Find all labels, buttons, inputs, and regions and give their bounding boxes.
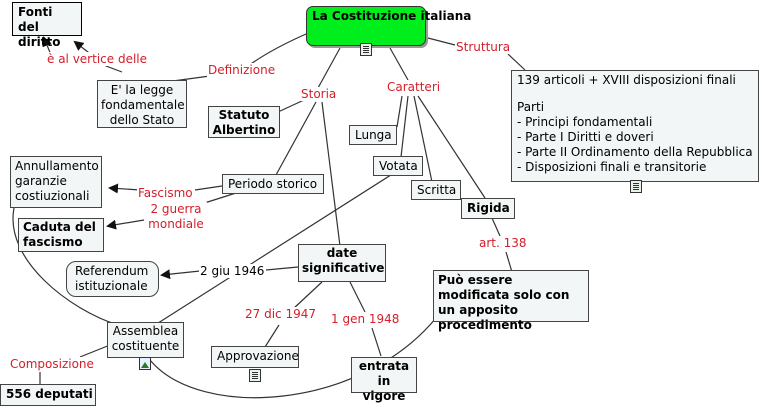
link-root-caratteri	[389, 47, 409, 81]
periodo-text: Periodo storico	[228, 177, 318, 191]
node-rigida[interactable]: Rigida	[461, 198, 515, 219]
image-icon[interactable]	[139, 357, 151, 370]
link-root-definizione	[247, 33, 307, 67]
caduta-text: Caduta del fascismo	[23, 220, 96, 249]
scritta-text: Scritta	[417, 183, 457, 197]
node-struttura-box[interactable]: 139 articoli + XVIII disposizioni finali…	[511, 70, 759, 182]
struttura-item-2: - Parte I Diritti e doveri	[517, 130, 654, 144]
legge-text: E' la legge fondamentale dello Stato	[101, 83, 185, 127]
root-node-costituzione[interactable]: La Costituzione italiana	[306, 6, 471, 46]
arrow-giu	[160, 269, 201, 280]
link-rigida-art138	[491, 217, 501, 237]
node-date-significative[interactable]: date significative	[298, 244, 386, 282]
label-composizione: Composizione	[9, 357, 95, 371]
link-storia-date	[321, 101, 341, 247]
node-approvazione[interactable]: Approvazione	[211, 346, 299, 368]
document-icon[interactable]	[360, 43, 372, 56]
annullamento-text: Annullamento garanzie costiuzionali	[15, 159, 99, 203]
label-27-dic-1947: 27 dic 1947	[244, 307, 317, 321]
label-struttura: Struttura	[455, 40, 512, 54]
link-caratteri-votata	[400, 95, 409, 158]
root-title: La Costituzione italiana	[312, 9, 472, 23]
entrata-text: entrata in vigore	[358, 359, 410, 403]
link-date-dic	[292, 281, 323, 310]
link-assemblea-modificata	[149, 317, 437, 399]
deputati-text: 556 deputati	[6, 387, 93, 401]
link-caratteri-rigida	[417, 95, 486, 199]
document-icon[interactable]	[249, 369, 261, 382]
arrow-vertice	[73, 40, 123, 73]
link-root-struttura	[427, 37, 456, 46]
struttura-line1: 139 articoli + XVIII disposizioni finali	[517, 73, 736, 87]
label-storia: Storia	[300, 87, 338, 101]
link-art138-modificata	[505, 251, 513, 273]
link-storia-periodo	[275, 101, 317, 176]
link-gen-entrata	[371, 327, 382, 357]
node-entrata-vigore[interactable]: entrata in vigore	[351, 357, 417, 403]
node-scritta[interactable]: Scritta	[411, 180, 461, 200]
modificata-text: Può essere modificata solo con un apposi…	[438, 273, 570, 332]
label-fascismo: Fascismo	[137, 186, 194, 200]
date-text: date significative	[302, 246, 385, 275]
node-modificata[interactable]: Può essere modificata solo con un apposi…	[433, 270, 589, 332]
arrow-fascismo	[108, 183, 141, 194]
node-caduta-fascismo[interactable]: Caduta del fascismo	[18, 218, 104, 252]
struttura-item-4: - Disposizioni finali e transitorie	[517, 160, 707, 174]
votata-text: Votata	[379, 159, 418, 173]
link-caratteri-lunga	[396, 95, 403, 128]
assemblea-text: Assemblea costituente	[111, 324, 180, 353]
link-annullamento-curve	[12, 207, 119, 326]
referendum-text: Referendum istituzionale	[75, 264, 149, 293]
link-struttura-box	[507, 53, 526, 71]
link-date-gen	[349, 281, 366, 313]
node-statuto-albertino[interactable]: Statuto Albertino	[208, 106, 280, 138]
node-lunga[interactable]: Lunga	[349, 125, 397, 145]
link-caratteri-scritta	[413, 95, 433, 183]
rigida-text: Rigida	[467, 201, 510, 215]
label-1-gen-1948: 1 gen 1948	[330, 312, 401, 326]
node-periodo-storico[interactable]: Periodo storico	[222, 174, 324, 194]
struttura-item-3: - Parte II Ordinamento della Repubblica	[517, 145, 753, 159]
struttura-item-1: - Principi fondamentali	[517, 115, 653, 129]
link-root-storia	[317, 47, 341, 89]
link-dic-approvazione	[264, 324, 280, 348]
lunga-text: Lunga	[355, 128, 392, 142]
node-legge-fondamentale[interactable]: E' la legge fondamentale dello Stato	[97, 80, 187, 128]
arrow-guerra	[106, 219, 145, 230]
link-assemblea-composizione	[79, 344, 111, 358]
label-definizione: Definizione	[207, 63, 277, 77]
document-icon[interactable]	[630, 180, 642, 193]
link-date-giu	[265, 266, 299, 271]
link-storia-statuto	[277, 99, 305, 113]
node-fonti-diritto[interactable]: Fonti del diritto	[12, 2, 82, 49]
fonti-text: Fonti del diritto	[18, 5, 61, 49]
struttura-parti-title: Parti	[517, 100, 545, 114]
label-2-giu-1946: 2 giu 1946	[199, 264, 266, 278]
node-assemblea-costituente[interactable]: Assemblea costituente	[107, 322, 184, 358]
label-vertice: è al vertice delle	[46, 52, 149, 66]
label-art-138: art. 138	[478, 236, 528, 250]
statuto-text: Statuto Albertino	[212, 108, 276, 137]
node-referendum[interactable]: Referendum istituzionale	[66, 261, 159, 297]
node-556-deputati[interactable]: 556 deputati	[0, 384, 96, 406]
approvazione-text: Approvazione	[217, 349, 299, 363]
node-annullamento[interactable]: Annullamento garanzie costiuzionali	[10, 156, 102, 208]
label-2-guerra: 2 guerra mondiale	[145, 202, 207, 232]
link-periodo-fascismo	[194, 185, 223, 191]
label-caratteri: Caratteri	[386, 80, 442, 94]
link-votata-assemblea	[154, 172, 395, 326]
node-votata[interactable]: Votata	[373, 156, 423, 176]
struttura-spacer	[517, 88, 753, 100]
